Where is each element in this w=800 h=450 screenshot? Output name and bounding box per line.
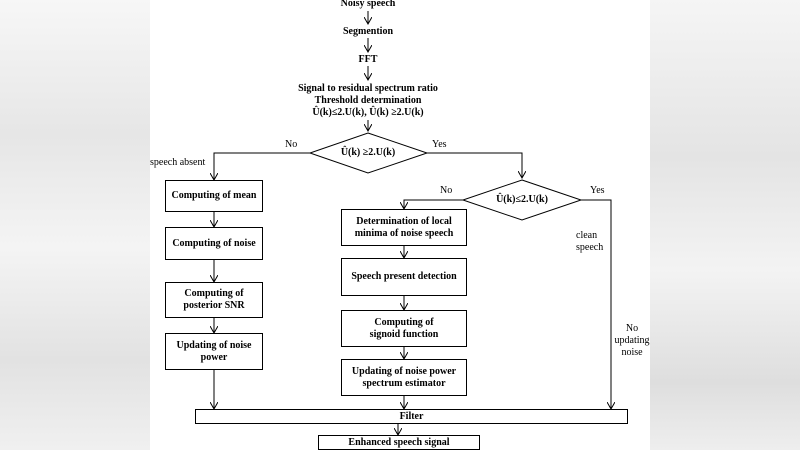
box-updating-noise-power: Updating of noise power bbox=[165, 333, 263, 370]
background-right bbox=[650, 0, 800, 450]
decision-1-diamond bbox=[308, 132, 429, 174]
decision-2-diamond bbox=[461, 179, 583, 221]
filter-bar: Filter bbox=[195, 409, 628, 424]
line-d2-no bbox=[404, 199, 463, 209]
decision-1-label: Û(k) ≥2.U(k) bbox=[340, 147, 396, 158]
clean-speech-note: clean speech bbox=[576, 230, 604, 253]
step-segmentation: Segmention bbox=[343, 26, 393, 37]
decision-1-yes-label: Yes bbox=[432, 139, 447, 150]
step-fft: FFT bbox=[358, 54, 378, 65]
decision-1-no-label: No bbox=[285, 139, 298, 150]
step-noisy-speech: Noisy speech bbox=[340, 0, 396, 9]
box-update-estimator: Updating of noise power spectrum estimat… bbox=[341, 359, 467, 396]
background-left bbox=[0, 0, 150, 450]
step-threshold: Threshold determination bbox=[314, 95, 422, 106]
line-d2-yes bbox=[581, 199, 611, 409]
line-d1-yes bbox=[427, 152, 522, 178]
box-posterior-snr: Computing of posterior SNR bbox=[165, 282, 263, 318]
step-conditions: Û(k)≤2.U(k), Û(k) ≥2.U(k) bbox=[312, 107, 424, 118]
output-box: Enhanced speech signal bbox=[318, 435, 480, 450]
decision-2-yes-label: Yes bbox=[590, 185, 605, 196]
decision-2-no-label: No bbox=[440, 185, 453, 196]
box-sigmoid: Computing of signoid function bbox=[341, 310, 467, 347]
box-speech-present: Speech present detection bbox=[341, 258, 467, 296]
box-computing-noise: Computing of noise bbox=[165, 227, 263, 260]
speech-absent-note: speech absent bbox=[150, 157, 206, 168]
no-updating-noise-note: No updating noise bbox=[614, 323, 650, 358]
line-d1-no bbox=[214, 152, 310, 180]
step-ratio: Signal to residual spectrum ratio bbox=[298, 83, 438, 94]
box-computing-mean: Computing of mean bbox=[165, 180, 263, 212]
decision-2-label: Û(k)≤2.U(k) bbox=[496, 194, 548, 205]
box-local-minima: Determination of local minima of noise s… bbox=[341, 209, 467, 246]
